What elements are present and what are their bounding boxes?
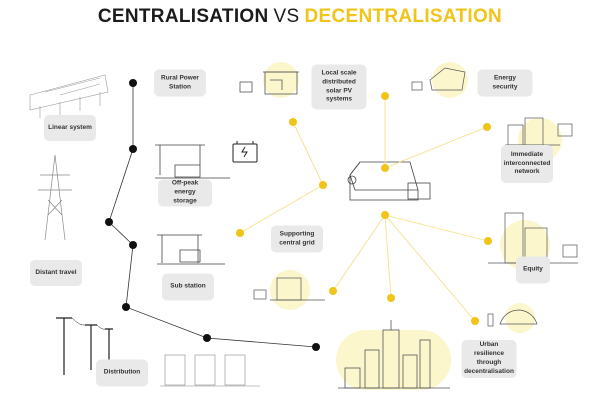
node-rural-power-station: [129, 79, 137, 87]
pylon-icon: [38, 154, 72, 241]
node-city: [312, 343, 320, 351]
label-distant-travel: Distant travel: [30, 260, 82, 286]
solar-farm-icon: [29, 74, 109, 118]
house-energy-security-icon: [411, 67, 466, 91]
solar-house-icon: [347, 161, 431, 201]
node-houses: [203, 334, 211, 342]
city-skyline-icon: [338, 320, 450, 389]
label-interconnected: Immediate interconnected network: [501, 145, 553, 183]
node-supporting-grid: [236, 229, 244, 237]
label-local-solar: Local scale distributed solar PV systems: [311, 64, 367, 110]
label-energy-security: Energy security: [477, 69, 533, 97]
houses-icon: [160, 354, 260, 387]
node-hub: [381, 211, 389, 219]
shop-icon: [239, 71, 299, 95]
label-distribution: Distribution: [96, 359, 148, 387]
node-off-peak-storage: [129, 145, 137, 153]
node-building: [329, 287, 337, 295]
node-local-solar: [289, 118, 297, 126]
battery-icon: [232, 141, 258, 163]
power-poles-icon: [56, 317, 113, 375]
node-distant-travel: [105, 218, 113, 226]
node-interconnected: [483, 123, 491, 131]
title-centralisation: CENTRALISATION: [97, 6, 269, 27]
label-sub-station: Sub station: [162, 273, 214, 301]
label-rural-power-station: Rural Power Station: [154, 69, 206, 97]
node-sub-station: [129, 241, 137, 249]
node-energy-security: [381, 92, 389, 100]
node-urban: [387, 294, 395, 302]
title-vs: VS: [273, 6, 300, 27]
decentralised-network: [236, 92, 492, 325]
node-ev: [471, 317, 479, 325]
label-linear-system: Linear system: [44, 115, 96, 141]
building-icon: [253, 277, 325, 301]
substation-icon: [157, 234, 225, 265]
power-station-icon: [155, 144, 230, 179]
label-supporting-grid: Supporting central grid: [271, 225, 323, 253]
electric-car-icon: [487, 309, 538, 327]
label-urban-resilience: Urban resilience through decentralisatio…: [461, 340, 517, 378]
title-decentralisation: DECENTRALISATION: [304, 6, 503, 27]
centralised-chain: [105, 79, 320, 351]
node-distribution: [122, 303, 130, 311]
label-equity: Equity: [516, 256, 550, 284]
node-interconnected-hub: [381, 164, 389, 172]
node-solar-house: [319, 181, 327, 189]
node-equity: [484, 237, 492, 245]
label-off-peak-storage: Off-peak energy storage: [158, 179, 212, 207]
